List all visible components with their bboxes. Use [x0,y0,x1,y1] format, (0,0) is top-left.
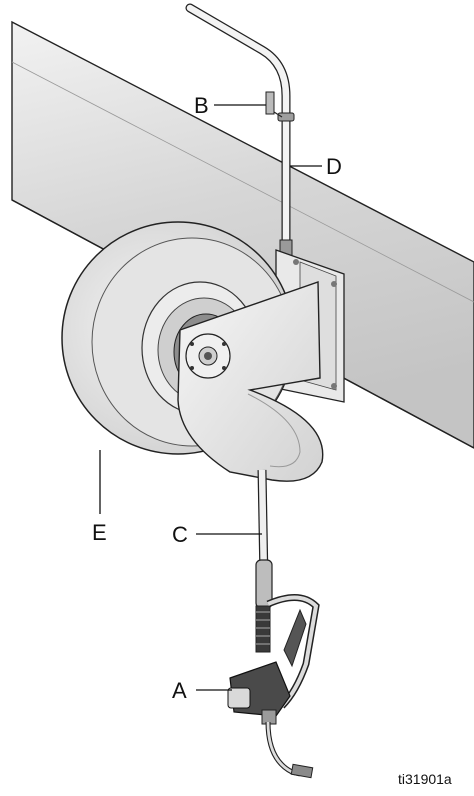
callout-e: E [92,520,107,545]
spring-guard [255,605,271,653]
callout-a: A [172,678,187,703]
swivel-arm [177,281,324,482]
callout-leaders [99,104,322,691]
figure-id: ti31901a [398,771,452,787]
callout-d: D [326,154,342,179]
outlet-hose [255,469,273,609]
dispense-valve [227,594,320,725]
callout-c: C [172,522,188,547]
callout-b: B [194,93,209,118]
extension-nozzle [265,721,314,779]
hose-clamp [265,91,295,122]
supply-hose [185,3,291,267]
